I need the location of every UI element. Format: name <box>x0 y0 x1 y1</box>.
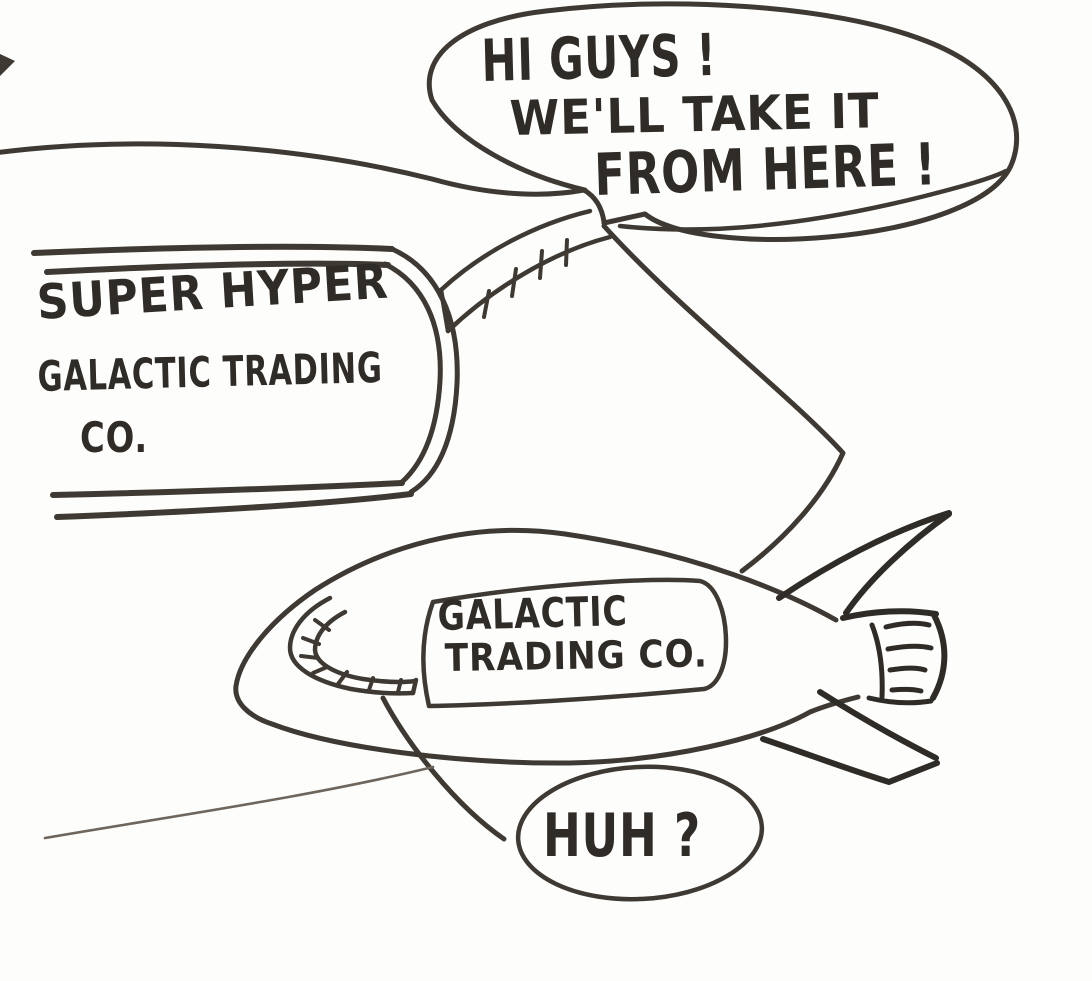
speech-bubble-rocket-tail <box>380 695 507 842</box>
mothership: SUPER HYPER GALACTIC TRADING CO. <box>0 141 846 574</box>
speech-bubble-mothership-line-3: FROM HERE ! <box>593 130 937 209</box>
rocket-fin-lower-back-edge <box>760 736 940 785</box>
rocket-nozzle-left-edge <box>869 622 885 700</box>
rocket-nozzle-top-edge <box>840 608 939 621</box>
rocket-canopy-tick <box>367 676 375 692</box>
rocket-canopy-tick <box>299 654 320 660</box>
mothership-nose-outer <box>389 246 460 495</box>
rocket-nozzle <box>840 608 948 706</box>
speech-bubble-mothership: HI GUYS ! WE'LL TAKE IT FROM HERE ! <box>426 1 1019 242</box>
speech-bubble-mothership-line-1: HI GUYS ! <box>481 21 718 95</box>
nozzle-hatch-line <box>883 620 932 630</box>
rocket-canopy-tick <box>313 618 331 632</box>
mothership-canopy-outer <box>438 208 593 293</box>
speech-bubble-mothership-inner-stroke <box>617 168 1009 232</box>
canopy-hatch-tick <box>510 267 518 298</box>
speech-bubble-rocket-text: HUH ? <box>543 801 701 871</box>
mothership-canopy-end-cap <box>438 287 451 334</box>
rocket-canopy <box>287 595 419 696</box>
speech-bubble-mothership-outline <box>426 1 1019 242</box>
mothership-label: SUPER HYPER GALACTIC TRADING CO. <box>35 254 390 462</box>
motion-line <box>43 765 435 840</box>
nozzle-hatch-line <box>889 686 924 694</box>
mothership-label-line-3: CO. <box>80 413 148 462</box>
mothership-label-line-2: GALACTIC TRADING <box>37 343 383 401</box>
mothership-nose-inner <box>382 261 443 485</box>
nozzle-hatch-line <box>885 643 934 652</box>
rocket-canopy-tick <box>301 636 321 646</box>
rocket-canopy-end-cap <box>410 677 419 696</box>
rocket-canopy-inner <box>312 609 418 685</box>
rocket-nozzle-right-edge <box>930 612 948 701</box>
rocket-fin-lower-front-edge <box>817 689 939 761</box>
rocket-ship: GALACTIC TRADING CO. <box>233 510 952 785</box>
mothership-hull-sweep <box>601 223 846 574</box>
canopy-hatch-tick <box>564 238 569 267</box>
rocket-label-line-1: GALACTIC <box>437 587 628 640</box>
rocket-canopy-tick <box>311 665 329 675</box>
rocket-body <box>233 527 861 766</box>
rocket-canopy-tick <box>336 670 349 686</box>
speech-bubble-rocket: HUH ? <box>380 695 765 902</box>
rocket-label-line-2: TRADING CO. <box>444 631 708 680</box>
rocket-canopy-outer <box>287 595 416 696</box>
canopy-hatch-tick <box>482 289 491 319</box>
mothership-canopy <box>438 208 613 334</box>
mothership-deck-line-upper <box>31 243 395 256</box>
rocket-canopy-tick <box>396 678 403 694</box>
rocket-fin-upper-back-edge <box>843 511 952 616</box>
mothership-deck-line-lower-2 <box>54 491 414 520</box>
mothership-deck-line-lower <box>50 480 405 498</box>
mothership-deck-line-upper-2 <box>44 260 391 275</box>
rocket-fin-upper-front-edge <box>776 510 952 601</box>
speech-bubble-rocket-outline <box>515 764 765 902</box>
mothership-canopy-inner <box>445 234 613 334</box>
rocket-nameplate <box>421 577 729 709</box>
mothership-hull-top <box>0 141 607 225</box>
canopy-hatch-tick <box>538 249 544 280</box>
mothership-label-line-1: SUPER HYPER <box>35 254 390 331</box>
rocket-nozzle-bottom-edge <box>866 695 934 706</box>
paper-speck <box>0 54 15 76</box>
speech-bubble-mothership-line-2: WE'LL TAKE IT <box>509 83 880 147</box>
rocket-label: GALACTIC TRADING CO. <box>437 587 708 680</box>
nozzle-hatch-line <box>887 665 928 673</box>
